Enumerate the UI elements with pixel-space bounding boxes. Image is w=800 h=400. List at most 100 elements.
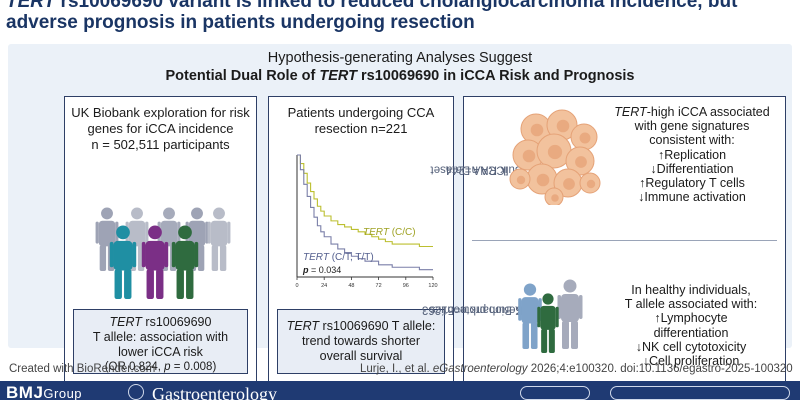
person-icon (537, 293, 559, 353)
person-torso (160, 220, 178, 247)
person-head (542, 293, 554, 305)
headline: TERT rs10069690 variant is linked to red… (6, 0, 796, 44)
person-leg (522, 322, 530, 349)
person-head (148, 225, 162, 240)
cell-icon (579, 172, 601, 194)
series-line-ct (297, 154, 433, 271)
journal-seal-icon (128, 384, 144, 400)
publisher-bar: BMJGroup Gastroenterology (0, 381, 800, 400)
person-head (191, 207, 203, 220)
person-torso (521, 297, 539, 324)
person-head (163, 207, 175, 220)
person-leg (99, 245, 107, 271)
person-arm (194, 241, 199, 268)
kaplan-meier-chart: 0 24 48 72 96 120 TERT (C/C) TERT (C/T, T/T) p =… (295, 154, 438, 289)
graphical-abstract: Hypothesis-generating Analyses Suggest P… (8, 44, 792, 383)
cell-icon (512, 139, 544, 171)
cell-icon (544, 187, 564, 205)
cell-icon (570, 123, 598, 151)
person-leg (548, 329, 555, 353)
person-arm (537, 306, 541, 328)
person-head (563, 279, 577, 293)
person-icon (518, 283, 542, 349)
x-tick-label: 72 (376, 283, 382, 289)
person-icon (207, 207, 231, 271)
healthy-individuals-illustration (518, 279, 583, 353)
headline-line-2: adverse prognosis in patients undergoing… (6, 12, 475, 33)
person-arm (207, 221, 211, 244)
person-leg (197, 245, 205, 271)
person-arm (171, 241, 176, 268)
person-arm (145, 221, 149, 244)
upper-finding: TERT-high iCCA associated with gene sign… (614, 105, 770, 205)
series-line-cc (297, 154, 433, 248)
person-icon (109, 225, 137, 299)
person-torso (128, 220, 146, 247)
person-head (178, 225, 192, 240)
panel-resection-survival: Patients undergoing CCA resection n=221 … (268, 96, 454, 383)
cell-icon (509, 168, 531, 190)
person-torso (175, 240, 195, 271)
person-leg (186, 269, 194, 299)
person-torso (210, 220, 228, 247)
person-torso (188, 220, 206, 247)
person-arm (164, 241, 169, 268)
person-torso (540, 305, 556, 330)
ct-annotation: TERT (C/T, T/T) (303, 252, 374, 263)
cell-icon (565, 146, 595, 176)
x-tick-label: 48 (348, 283, 354, 289)
person-head (101, 207, 113, 220)
person-leg (562, 321, 569, 349)
cc-annotation: TERT (C/C) (363, 227, 416, 238)
person-leg (176, 269, 184, 299)
person-leg (124, 269, 132, 299)
bar-pill-left (520, 386, 590, 400)
person-arm (109, 241, 114, 268)
p-value-annotation: p = 0.034 (302, 265, 341, 275)
person-head (116, 225, 130, 240)
panel-1-result: TERT rs10069690 T allele: association wi… (73, 309, 248, 374)
person-torso (561, 294, 579, 322)
person-leg (114, 269, 122, 299)
person-torso (145, 240, 165, 271)
hypothesis-subtitle: Potential Dual Role of TERT rs10069690 i… (165, 68, 635, 84)
lower-finding: In healthy individuals, T allele associa… (624, 283, 758, 369)
panel-2-result: TERT rs10069690 T allele: trend towards … (277, 309, 445, 374)
person-arm (579, 295, 583, 319)
person-leg (211, 245, 219, 271)
x-tick-label: 120 (428, 283, 437, 289)
person-head (213, 207, 225, 220)
person-leg (156, 269, 164, 299)
biorender-credit: Created with BioRender.com (9, 363, 156, 375)
person-arm (555, 306, 559, 328)
person-leg (541, 329, 548, 353)
x-tick-label: 24 (321, 283, 327, 289)
person-torso (98, 220, 116, 247)
person-leg (530, 322, 538, 349)
headline-line-1: TERT rs10069690 variant is linked to red… (6, 0, 738, 12)
person-torso (113, 240, 133, 271)
cell-icon (553, 168, 583, 198)
person-arm (132, 241, 137, 268)
person-leg (146, 269, 154, 299)
bar-pill-right (610, 386, 790, 400)
hypothesis-title: Hypothesis-generating Analyses Suggest (267, 50, 533, 66)
tumor-cells-illustration (509, 109, 601, 205)
panel-3-divider (472, 240, 777, 241)
person-head (523, 283, 537, 296)
bmj-group-logo: BMJGroup (6, 383, 83, 400)
person-icon (171, 225, 199, 299)
person-arm (95, 221, 99, 244)
panel-2-title: Patients undergoing CCA resection n=221 (287, 105, 435, 136)
x-tick-label: 96 (403, 283, 409, 289)
person-arm (227, 221, 231, 244)
person-arm (141, 241, 146, 268)
x-tick-label: 0 (295, 283, 298, 289)
person-leg (219, 245, 227, 271)
people-group-illustration (95, 207, 231, 299)
cell-icon (546, 109, 578, 141)
person-icon (557, 279, 583, 349)
